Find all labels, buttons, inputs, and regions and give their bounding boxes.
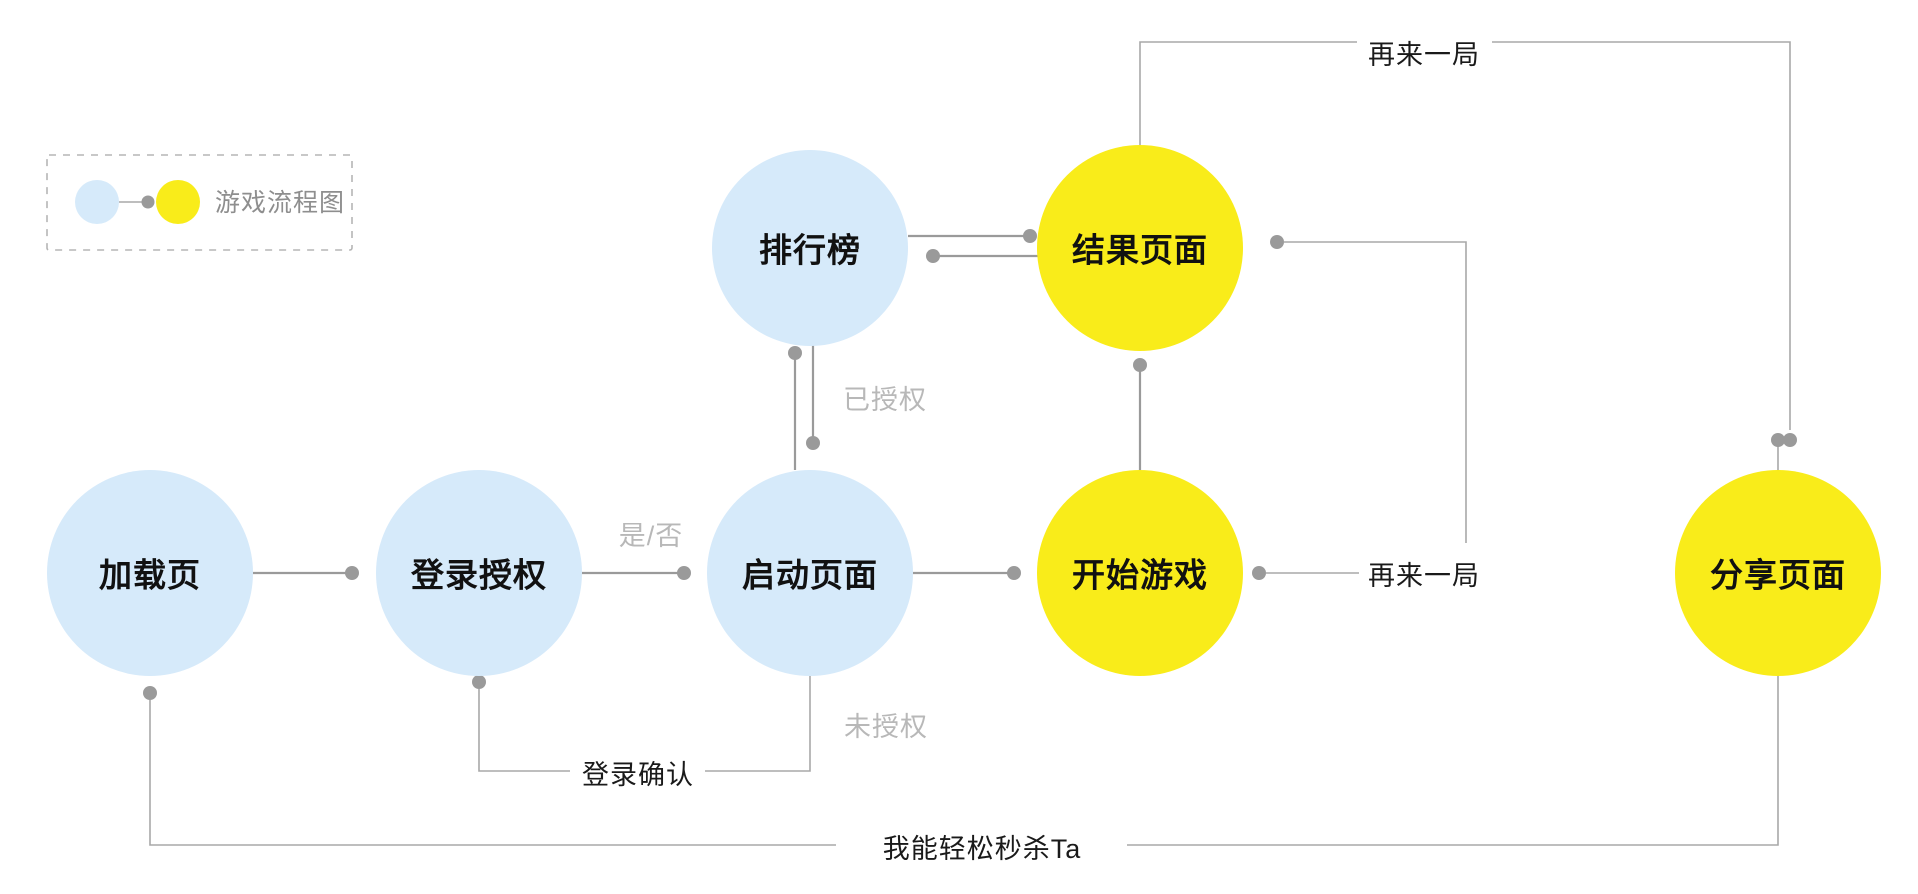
edge-label-deng-lu-que-ren: 登录确认 bbox=[582, 760, 694, 790]
edge-arrow-dot-left bbox=[926, 249, 940, 263]
edge-label-wei-shou-quan: 未授权 bbox=[844, 712, 928, 742]
edge-arrow-dot-share bbox=[1771, 433, 1785, 447]
node-result[interactable]: 结果页面 bbox=[1037, 145, 1243, 351]
edge-share-to-loading-bottom: 我能轻松秒杀Ta bbox=[143, 433, 1785, 864]
edge-launch-to-auth-bottom: 登录确认 bbox=[472, 675, 811, 790]
edge-startgame-right: 再来一局 bbox=[1252, 561, 1480, 591]
edge-arrow-dot bbox=[472, 675, 486, 689]
edge-launch-leaderboard: 已授权 bbox=[788, 340, 927, 470]
node-label: 启动页面 bbox=[742, 557, 878, 594]
legend-connector-dot bbox=[141, 195, 155, 209]
edge-arrow-dot bbox=[1270, 235, 1284, 249]
edge-path-left bbox=[478, 689, 570, 772]
edge-path-left bbox=[149, 700, 836, 846]
edge-path-right bbox=[1127, 440, 1779, 846]
edge-label-wo-neng: 我能轻松秒杀Ta bbox=[883, 834, 1082, 864]
edge-arrow-dot bbox=[1133, 358, 1147, 372]
edge-arrow-dot-right bbox=[1023, 229, 1037, 243]
edge-label-zai-lai-yi-ju-mid: 再来一局 bbox=[1368, 561, 1480, 591]
legend-group: 游戏流程图 bbox=[46, 154, 353, 251]
node-label: 登录授权 bbox=[410, 557, 547, 594]
node-circle[interactable] bbox=[1675, 470, 1881, 676]
legend-title: 游戏流程图 bbox=[215, 189, 345, 217]
node-share[interactable]: 分享页面 bbox=[1675, 470, 1881, 676]
edge-launch-to-startgame bbox=[913, 566, 1021, 580]
legend-border bbox=[46, 154, 353, 251]
node-label: 加载页 bbox=[99, 557, 201, 594]
node-circle[interactable] bbox=[1037, 145, 1243, 351]
edge-path-left bbox=[1139, 41, 1357, 145]
node-loading[interactable]: 加载页 bbox=[47, 470, 253, 676]
edge-loading-to-auth bbox=[253, 566, 359, 580]
edge-leaderboard-result bbox=[908, 229, 1048, 263]
edge-arrow-dot-up bbox=[788, 346, 802, 360]
edge-path bbox=[1284, 241, 1467, 543]
edge-arrow-dot-loading bbox=[143, 686, 157, 700]
edge-arrow-dot bbox=[1252, 566, 1266, 580]
edge-arrow-dot bbox=[345, 566, 359, 580]
edge-result-right-loop bbox=[1270, 235, 1467, 543]
edge-arrow-dot bbox=[677, 566, 691, 580]
node-launch[interactable]: 启动页面 bbox=[707, 470, 913, 676]
node-label: 结果页面 bbox=[1072, 232, 1208, 269]
edge-arrow-dot bbox=[1783, 433, 1797, 447]
node-circle[interactable] bbox=[47, 470, 253, 676]
edge-arrow-dot-down bbox=[806, 436, 820, 450]
edge-label-group-wei-shou-quan: 未授权 bbox=[844, 712, 928, 742]
edge-label-yi-shou-quan: 已授权 bbox=[843, 385, 927, 415]
node-circle[interactable] bbox=[1037, 470, 1243, 676]
edge-path-right bbox=[1492, 41, 1791, 430]
node-label: 开始游戏 bbox=[1072, 557, 1208, 594]
node-circle[interactable] bbox=[376, 470, 582, 676]
edge-label-shi-fou: 是/否 bbox=[619, 521, 684, 551]
node-label: 分享页面 bbox=[1710, 557, 1846, 594]
node-circle[interactable] bbox=[707, 470, 913, 676]
node-leaderboard[interactable]: 排行榜 bbox=[712, 150, 908, 346]
node-circle[interactable] bbox=[712, 150, 908, 346]
edge-path-right bbox=[705, 676, 811, 772]
node-label: 排行榜 bbox=[759, 232, 861, 269]
edge-auth-to-launch: 是/否 bbox=[582, 521, 691, 580]
edge-label-zai-lai-yi-ju-top: 再来一局 bbox=[1368, 40, 1480, 70]
edge-arrow-dot bbox=[1007, 566, 1021, 580]
node-startgame[interactable]: 开始游戏 bbox=[1037, 470, 1243, 676]
edge-startgame-to-result bbox=[1133, 358, 1147, 470]
yellow-node-swatch bbox=[156, 180, 200, 224]
node-auth[interactable]: 登录授权 bbox=[376, 470, 582, 676]
edge-result-to-leaderboard-top: 再来一局 bbox=[1139, 40, 1797, 447]
blue-node-swatch bbox=[75, 180, 119, 224]
